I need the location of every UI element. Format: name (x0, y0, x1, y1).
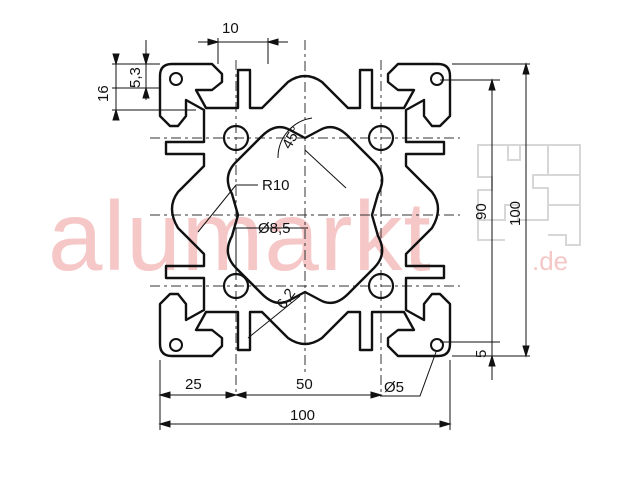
dim-corner-hole: Ø5 (384, 379, 404, 396)
dim-inner-height: 90 (473, 203, 490, 220)
dimension-lines (112, 38, 530, 430)
dim-bottom-offset: 5 (473, 350, 490, 358)
dim-overall-height: 100 (507, 201, 524, 226)
dim-edge-to-bore: 25 (185, 376, 202, 393)
dim-top-offset: 5,3 (127, 67, 144, 88)
corner-holes (169, 72, 444, 352)
profile-preview-icon (477, 144, 581, 246)
watermark-domain: .de (532, 246, 568, 276)
dim-slot-depth: 16 (95, 85, 112, 102)
dim-center-bore: Ø8,5 (258, 220, 291, 237)
dim-bore-spacing: 50 (296, 376, 313, 393)
core-cavity (226, 125, 384, 305)
dim-core-radius: R10 (262, 177, 290, 194)
dim-overall-width: 100 (290, 407, 315, 424)
dim-slot-width: 10 (222, 20, 239, 37)
profile-outline (158, 62, 452, 358)
